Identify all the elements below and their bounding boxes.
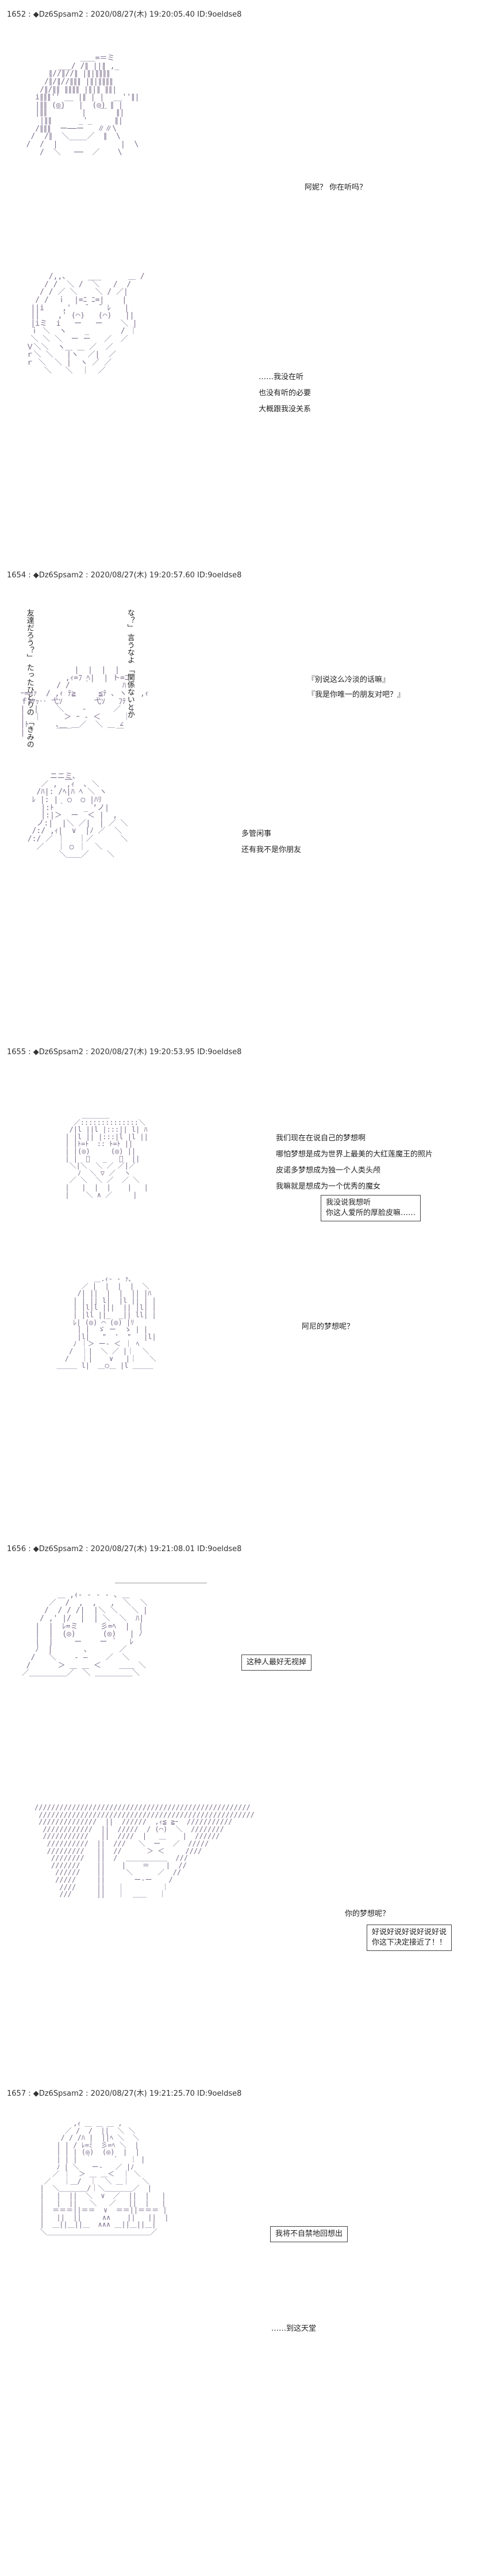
box-line: 我没说我想听	[326, 1198, 371, 1207]
dialogue-line: 还有我不是你朋友	[241, 846, 302, 854]
dialogue-line: 『别说这么冷淡的话嘛』	[307, 676, 390, 684]
dialogue-line: 你的梦想呢？	[345, 1910, 390, 1918]
dialogue-line: ……到这天堂	[271, 2324, 317, 2333]
post-header: 1652 : ◆Dz6Spsam2 : 2020/08/27(木) 19:20:…	[7, 10, 242, 19]
box-line: 这种人最好无视掉	[247, 1658, 307, 1667]
ascii-art-figure: ＿.ｨ- ‐ ｧ､ ／ | | | | ＼ /| || | | || |ﾊ | …	[56, 1275, 156, 1370]
box-line: 你这人爱所的厚脸皮嘛……	[326, 1209, 416, 1218]
vertical-line: 友達だろう？」	[25, 609, 34, 661]
speech-box: 好说好说好说好说好说 你这下决定接近了！！	[367, 1925, 452, 1952]
dialogue-line: 哪怕梦想是成为世界上最美的大红莲魔王的照片	[276, 1150, 433, 1159]
speech-box: 这种人最好无视掉	[241, 1655, 312, 1671]
ascii-art-figure: ,ｨ ＿ ＿ ＿ , ／ / / || ＼ ＼ / / /ﾊ | ||ﾍ ＼ ＼…	[40, 2119, 169, 2236]
vertical-line: な？」	[125, 609, 134, 631]
vertical-line: 言うなよ	[125, 634, 134, 664]
vertical-line: たったひとりの	[25, 664, 34, 716]
post-header: 1654 : ◆Dz6Spsam2 : 2020/08/27(木) 19:20:…	[7, 571, 242, 580]
box-line: 好说好说好说好说好说	[372, 1928, 447, 1937]
vertical-speech: 友達だろう？」 たったひとりの 「きみの	[23, 609, 35, 748]
ascii-art-figure: ニニミ､ ／ , ,ｨ ､ ＼ /ﾊ|: /ﾍ|ﾊ ﾍ ＼ ヽ ﾚ |: | ○…	[23, 772, 128, 859]
box-line: 你这下决定接近了！！	[372, 1938, 447, 1948]
vertical-line: 「きみの	[25, 718, 34, 749]
post-header: 1655 : ◆Dz6Spsam2 : 2020/08/27(木) 19:20:…	[7, 1048, 242, 1056]
post-header: 1656 : ◆Dz6Spsam2 : 2020/08/27(木) 19:21:…	[7, 1545, 242, 1553]
ascii-art-figure: ＿＿＿＿ ／::::::::::::::＼ /|l ||l |:::|| l| …	[65, 1111, 148, 1199]
dialogue-line: 我们现在在说自己的梦想啊	[276, 1134, 366, 1143]
dialogue-line: 多管闲事	[241, 830, 272, 838]
ascii-art-figure: ＿＿=＝ミ ___/ /∥ ||∥ ,_ ∥//∥//∥ |∥|∥∥∥∥ /∥/…	[26, 54, 140, 157]
post-header: 1657 : ◆Dz6Spsam2 : 2020/08/27(木) 19:21:…	[7, 2089, 242, 2098]
ascii-art-figure: ////////////////////////////////////////…	[34, 1803, 255, 1899]
box-line: 我将不自禁地回想出	[275, 2230, 343, 2238]
dialogue-line: 『我是你唯一的朋友对吧？』	[307, 691, 405, 699]
dialogue-line: 阿尼的梦想呢？	[302, 1322, 355, 1331]
dialogue-line: 阿妮？ 你在听吗？	[305, 183, 367, 192]
vertical-speech: な？」 言うなよ 「関係ないとか	[124, 609, 136, 718]
speech-box: 我没说我想听 你这人爱所的厚脸皮嘛……	[321, 1195, 421, 1222]
ascii-art-figure: /,,、 ___ ＿ / / / ＼ / ＼ / / / / ／ ＼ ＼ / ／…	[26, 272, 145, 375]
vertical-line: 「関係ないとか	[125, 666, 134, 719]
dialogue-line: 也没有听的必要	[259, 389, 311, 398]
speech-box: 我将不自禁地回想出	[270, 2226, 348, 2243]
dialogue-line: ……我没在听	[259, 373, 304, 381]
ascii-art-figure: ＿ ,ｨ- ‐ ‐ - ､ ＿ ／ / , , , ＼ ＼ / / / /| |…	[21, 1591, 148, 1678]
ascii-art-figure: | | | | ,ｨ=ﾌ ﾍ| | ト=ﾆ / / ｀ ﾊ ｰ==ｧ / ,ｨ …	[20, 666, 149, 738]
dialogue-line: 皮诺多梦想成为独一个人类头颅	[276, 1166, 381, 1175]
dialogue-line: 我嘛就是想成为一个优秀的魔女	[276, 1182, 381, 1191]
dialogue-line: 大概跟我没关系	[259, 405, 311, 414]
